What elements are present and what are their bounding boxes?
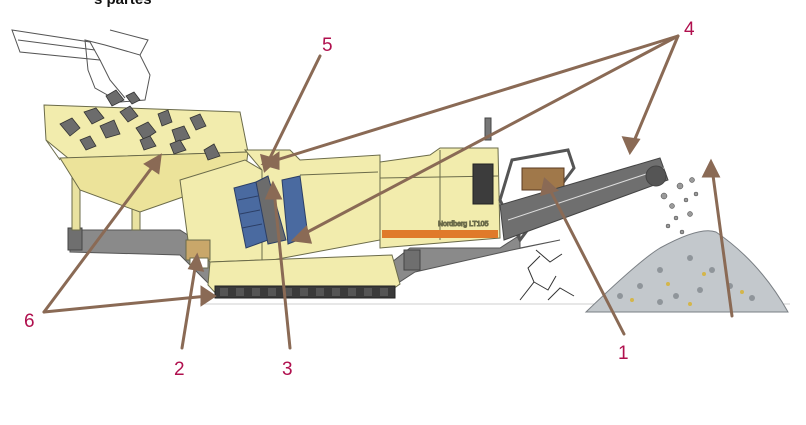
aggregate-stockpile — [584, 230, 789, 313]
callout-1: 1 — [618, 343, 629, 364]
cropped-header-text: s partes — [94, 0, 152, 8]
callout-2: 2 — [174, 359, 185, 380]
crawler-tracks — [207, 254, 401, 299]
engine-house: Nordberg LT105 — [379, 117, 501, 249]
callout-4: 4 — [684, 19, 695, 40]
brand-plate: Nordberg LT105 — [438, 221, 489, 228]
callout-5: 5 — [322, 35, 333, 56]
leader-arrows — [42, 34, 734, 350]
ground-cracks — [519, 249, 575, 301]
rocks-in-hopper — [59, 89, 221, 161]
callout-6: 6 — [24, 311, 35, 332]
falling-aggregate — [660, 177, 699, 235]
side-conveyor — [498, 148, 669, 243]
callout-3: 3 — [282, 359, 293, 380]
excavator-bucket-sketch — [11, 29, 151, 103]
